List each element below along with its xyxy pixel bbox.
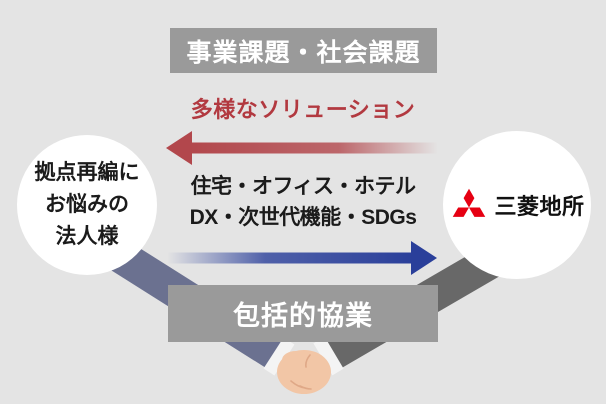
- right-arrow-icon: [167, 241, 437, 275]
- mitsubishi-logo-icon: [453, 188, 486, 217]
- top-banner-label: 事業課題・社会課題: [186, 38, 421, 67]
- client-label: 拠点再編に お悩みの 法人様: [35, 157, 140, 253]
- offerings-text: 住宅・オフィス・ホテル DX・次世代機能・SDGs: [153, 171, 453, 233]
- bottom-banner: 包括的協業: [168, 285, 438, 342]
- client-line-2: お悩みの: [45, 193, 129, 216]
- client-line-1: 拠点再編に: [34, 161, 140, 184]
- client-line-3: 法人様: [55, 225, 119, 248]
- right-cuff: [313, 336, 344, 376]
- top-banner: 事業課題・社会課題: [170, 28, 437, 73]
- company-brand: 三菱地所: [449, 184, 584, 226]
- company-name: 三菱地所: [494, 194, 585, 219]
- left-arrow-icon: [166, 131, 438, 165]
- clasped-hands-icon: [277, 350, 331, 394]
- company-circle: 三菱地所: [443, 131, 591, 279]
- bottom-banner-label: 包括的協業: [233, 301, 373, 331]
- offerings-line-1: 住宅・オフィス・ホテル: [190, 175, 416, 198]
- solutions-label: 多様なソリューション: [190, 97, 416, 122]
- client-circle: 拠点再編に お悩みの 法人様: [17, 135, 157, 275]
- left-cuff: [263, 337, 295, 376]
- offerings-line-2: DX・次世代機能・SDGs: [189, 206, 417, 229]
